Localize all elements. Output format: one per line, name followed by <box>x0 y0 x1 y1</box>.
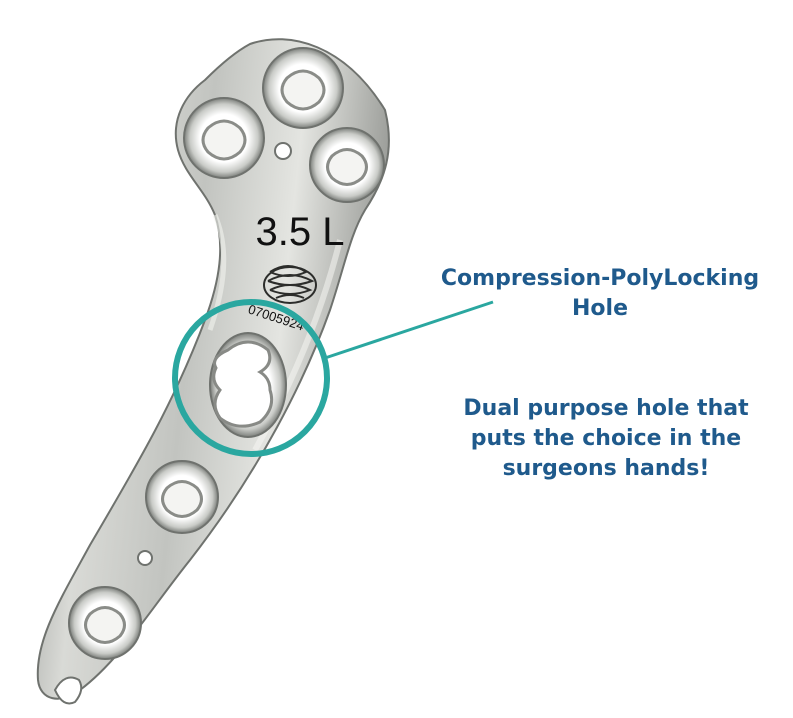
k-wire-hole <box>274 142 292 160</box>
locking-hole <box>183 97 265 179</box>
callout-description: Dual purpose hole that puts the choice i… <box>436 394 776 484</box>
plate-size-label: 3.5 L <box>256 210 345 254</box>
callout-leader-line <box>324 300 494 360</box>
compression-polylocking-hole <box>209 332 287 438</box>
callout-title: Compression-PolyLocking Hole <box>420 264 780 324</box>
callout-description-line: surgeons hands! <box>502 456 710 481</box>
locking-hole <box>262 47 344 129</box>
highlight-circle <box>172 299 330 457</box>
callout-description-line: puts the choice in the <box>470 426 742 451</box>
callout-title-line: Compression-PolyLocking <box>440 266 760 291</box>
k-wire-hole <box>137 550 153 566</box>
locking-hole <box>68 586 142 660</box>
callout-description-line: Dual purpose hole that <box>463 396 749 421</box>
manufacturer-logo <box>263 265 317 304</box>
plate-end-notch <box>53 676 83 705</box>
locking-hole <box>145 460 219 534</box>
locking-hole <box>309 127 385 203</box>
callout-title-line: Hole <box>572 296 628 321</box>
